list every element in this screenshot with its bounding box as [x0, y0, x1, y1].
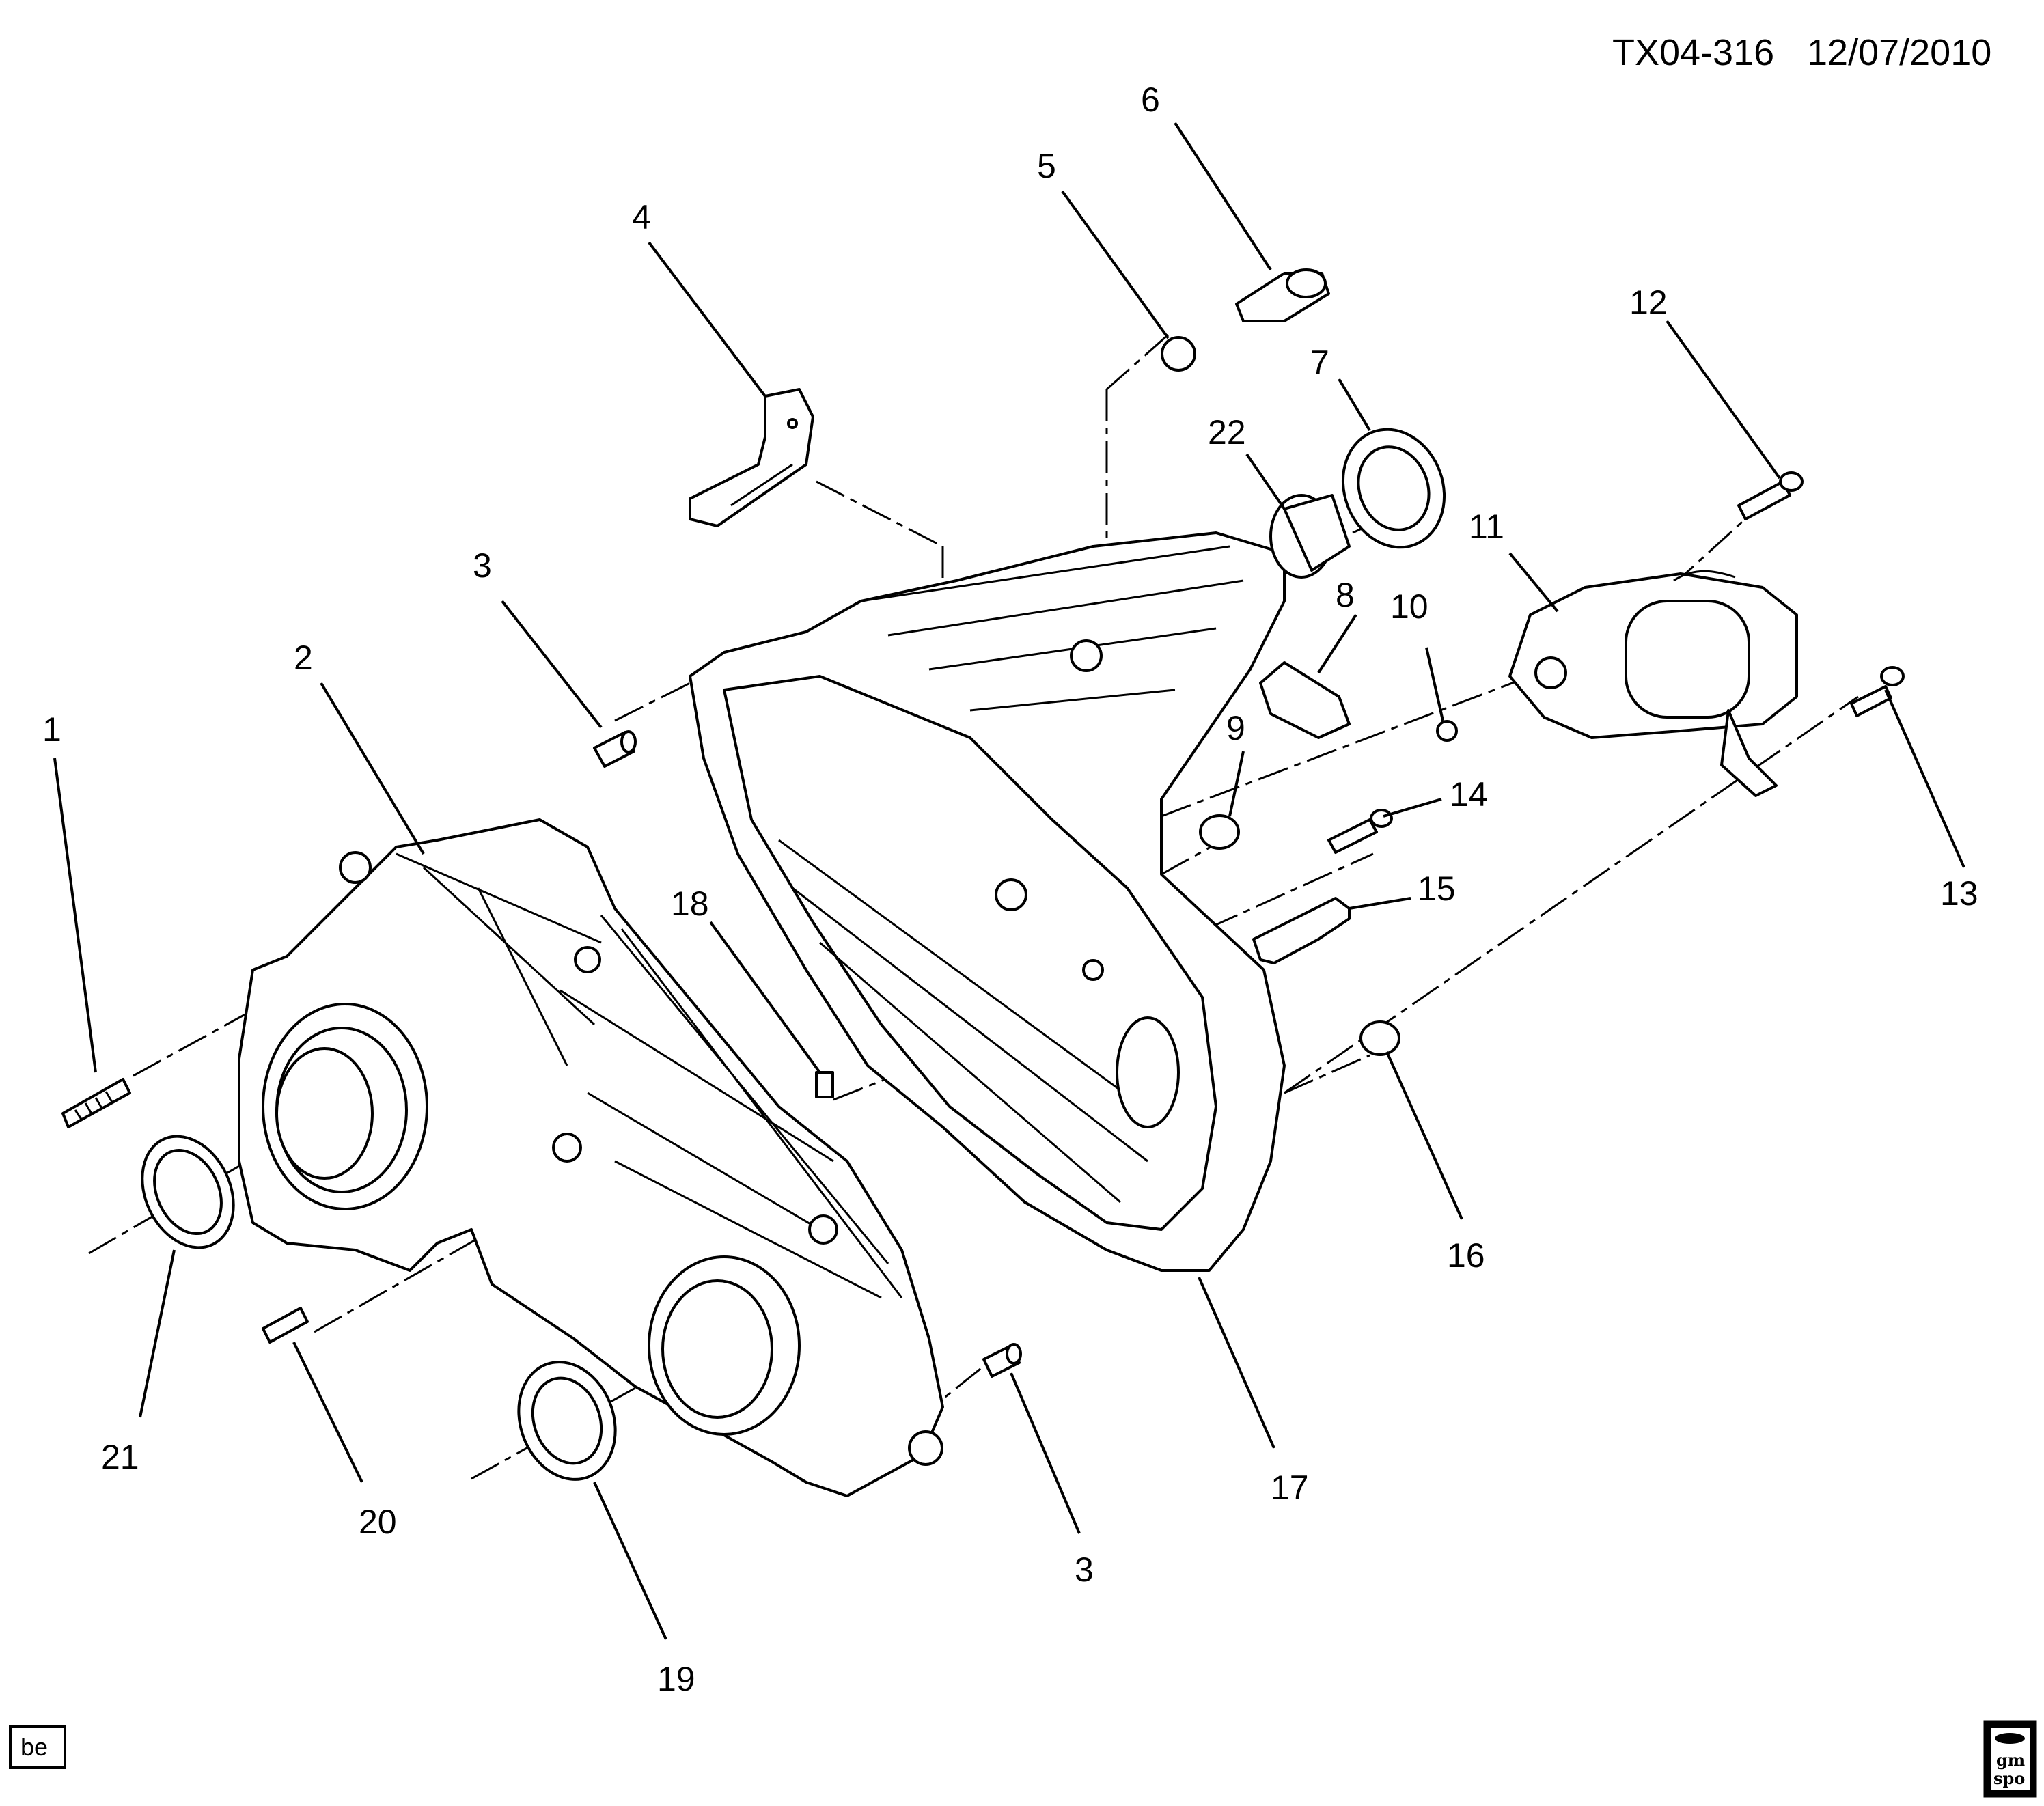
part-5-o-ring — [1161, 336, 1196, 372]
part-6-sensor — [1235, 268, 1330, 322]
part-21-seal — [141, 1135, 235, 1249]
callout-19: 19 — [657, 1660, 695, 1698]
part-1-stud — [61, 1078, 131, 1128]
callout-labels: 1 2 3 4 5 6 7 8 9 10 11 12 13 14 15 16 1… — [42, 81, 1978, 1698]
gm-spo-logo: gm spo — [1983, 1720, 2037, 1798]
part-4-bracket — [689, 388, 814, 527]
leader-lines — [53, 122, 1965, 1640]
part-7-seal — [1341, 428, 1446, 549]
part-22-bushing — [1269, 494, 1351, 579]
part-10-ring — [1436, 720, 1458, 742]
header: TX04-316 12/07/2010 — [1612, 32, 1991, 73]
callout-12: 12 — [1629, 283, 1668, 322]
drawing-id: TX04-316 — [1612, 32, 1774, 73]
part-19-seal — [517, 1361, 617, 1481]
callout-10: 10 — [1390, 587, 1428, 626]
callout-14: 14 — [1450, 775, 1488, 814]
callout-7: 7 — [1310, 344, 1329, 382]
callout-8: 8 — [1336, 576, 1355, 614]
callout-2: 2 — [294, 639, 313, 677]
callout-17: 17 — [1271, 1469, 1309, 1507]
part-13-bolt — [1850, 666, 1905, 717]
callout-9: 9 — [1226, 709, 1245, 747]
callout-6: 6 — [1141, 81, 1160, 119]
callout-3-lower: 3 — [1075, 1551, 1094, 1589]
callout-15: 15 — [1418, 870, 1456, 908]
part-15-bracket — [1252, 897, 1351, 964]
part-3-dowel-lower — [982, 1343, 1022, 1378]
callout-16: 16 — [1447, 1236, 1485, 1275]
footer-tag: be — [9, 1725, 66, 1769]
callout-11: 11 — [1469, 508, 1504, 546]
transfer-case-front-half — [238, 818, 944, 1497]
part-11-shift-motor — [1508, 570, 1798, 797]
callout-13: 13 — [1940, 874, 1978, 913]
callout-3-upper: 3 — [473, 546, 492, 585]
part-8-bracket — [1259, 661, 1351, 739]
logo-text-bottom: spo — [1993, 1768, 2025, 1788]
drawing-date: 12/07/2010 — [1807, 32, 1991, 73]
part-20-plug — [262, 1307, 309, 1344]
callout-1: 1 — [42, 710, 61, 749]
callout-18: 18 — [671, 885, 709, 923]
callout-20: 20 — [359, 1503, 397, 1541]
callout-22: 22 — [1208, 413, 1246, 452]
logo-text-top: gm — [1996, 1750, 2025, 1770]
part-14-bolt — [1327, 809, 1393, 854]
footer-tag-text: be — [20, 1733, 48, 1761]
part-18-clip — [815, 1071, 834, 1098]
callout-4: 4 — [632, 198, 651, 236]
part-3-dowel-upper — [593, 730, 637, 768]
callout-5: 5 — [1037, 147, 1056, 185]
part-9-bushing — [1199, 814, 1240, 850]
callout-21: 21 — [101, 1438, 139, 1476]
part-12-bolt — [1737, 471, 1804, 520]
part-16-plug — [1359, 1020, 1400, 1056]
transfer-case-rear-half — [689, 531, 1286, 1272]
